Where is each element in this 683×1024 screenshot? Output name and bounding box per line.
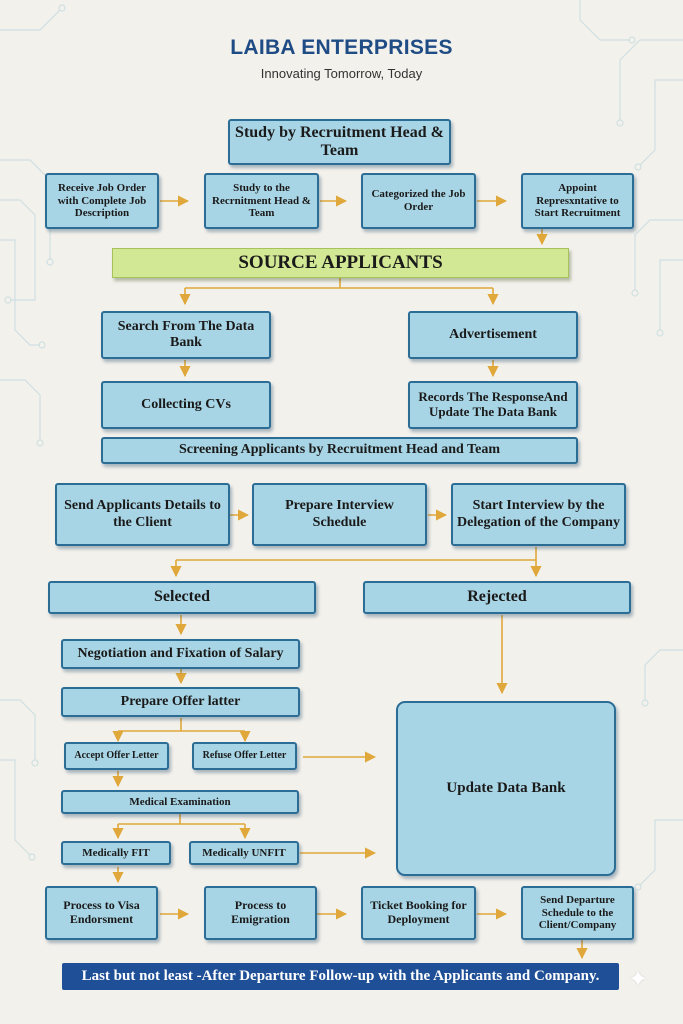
step-emigration: Process to Emigration: [204, 886, 317, 940]
footer-banner: Last but not least -After Departure Foll…: [62, 963, 619, 990]
step-refuse-offer: Refuse Offer Letter: [192, 742, 297, 770]
step-study-team: Study to the Recrnitment Head & Team: [204, 173, 319, 229]
step-send-details: Send Applicants Details to the Client: [55, 483, 230, 546]
step-departure-schedule: Send Departure Schedule to the Client/Co…: [521, 886, 634, 940]
step-medically-fit: Medically FIT: [61, 841, 171, 865]
company-tagline: Innovating Tomorrow, Today: [260, 66, 423, 81]
source-applicants-banner: SOURCE APPLICANTS: [112, 248, 569, 278]
sparkle-icon: ✦: [628, 967, 649, 993]
step-start-interview: Start Interview by the Delegation of the…: [451, 483, 626, 546]
step-accept-offer: Accept Offer Letter: [64, 742, 169, 770]
step-prepare-schedule: Prepare Interview Schedule: [252, 483, 427, 546]
step-categorized: Categorized the Job Order: [361, 173, 476, 229]
step-study-head: Study by Recruitment Head & Team: [228, 119, 451, 165]
step-medically-unfit: Medically UNFIT: [189, 841, 299, 865]
step-prepare-offer: Prepare Offer latter: [61, 687, 300, 717]
status-rejected: Rejected: [363, 581, 631, 614]
step-receive-job-order: Receive Job Order with Complete Job Desc…: [45, 173, 159, 229]
step-update-data-bank: Update Data Bank: [396, 701, 616, 876]
step-visa-endorsment: Process to Visa Endorsment: [45, 886, 158, 940]
step-records-response: Records The ResponseAnd Update The Data …: [408, 381, 578, 429]
step-collecting-cvs: Collecting CVs: [101, 381, 271, 429]
step-advertisement: Advertisement: [408, 311, 578, 359]
connector-offer-split: [118, 718, 245, 732]
step-ticket-booking: Ticket Booking for Deployment: [361, 886, 476, 940]
company-title: LAIBA ENTERPRISES: [230, 36, 453, 59]
step-negotiation: Negotiation and Fixation of Salary: [61, 639, 300, 669]
connector-medical-split: [118, 814, 245, 825]
step-medical-examination: Medical Examination: [61, 790, 299, 814]
step-screening: Screening Applicants by Recruitment Head…: [101, 437, 578, 464]
step-appoint: Appoint Represxntative to Start Recruitm…: [521, 173, 634, 229]
step-search-data-bank: Search From The Data Bank: [101, 311, 271, 359]
status-selected: Selected: [48, 581, 316, 614]
connector-source-split: [185, 276, 493, 289]
